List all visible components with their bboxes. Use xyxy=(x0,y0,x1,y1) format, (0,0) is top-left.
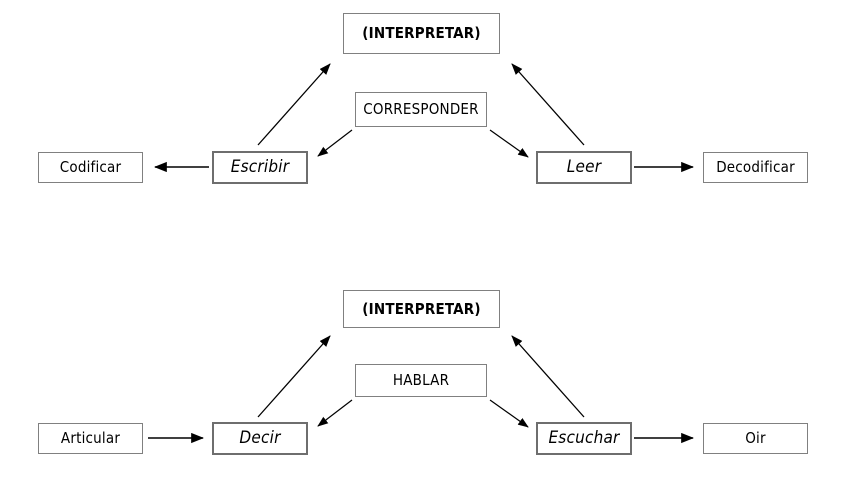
node-decodificar[interactable]: Decodificar xyxy=(703,152,808,183)
node-interpretar-spoken[interactable]: (INTERPRETAR) xyxy=(343,290,500,328)
node-hablar[interactable]: HABLAR xyxy=(355,364,487,397)
node-corresponder[interactable]: CORRESPONDER xyxy=(355,92,487,127)
node-decir[interactable]: Decir xyxy=(212,422,308,455)
node-leer[interactable]: Leer xyxy=(536,151,632,184)
node-interpretar-written[interactable]: (INTERPRETAR) xyxy=(343,13,500,54)
edge-escribir-to-interpretar xyxy=(257,63,331,146)
edge-escuchar-to-interpretar xyxy=(511,335,585,418)
node-oir[interactable]: Oir xyxy=(703,423,808,454)
edge-corresponder-to-escribir xyxy=(317,129,353,157)
edge-decir-to-interpretar xyxy=(257,335,331,418)
node-escribir[interactable]: Escribir xyxy=(212,151,308,184)
edge-hablar-to-escuchar xyxy=(489,399,529,428)
edge-hablar-to-decir xyxy=(317,399,353,427)
node-codificar[interactable]: Codificar xyxy=(38,152,143,183)
edge-leer-to-interpretar xyxy=(511,63,585,146)
edge-corresponder-to-leer xyxy=(489,129,529,158)
node-escuchar[interactable]: Escuchar xyxy=(536,422,632,455)
node-articular[interactable]: Articular xyxy=(38,423,143,454)
